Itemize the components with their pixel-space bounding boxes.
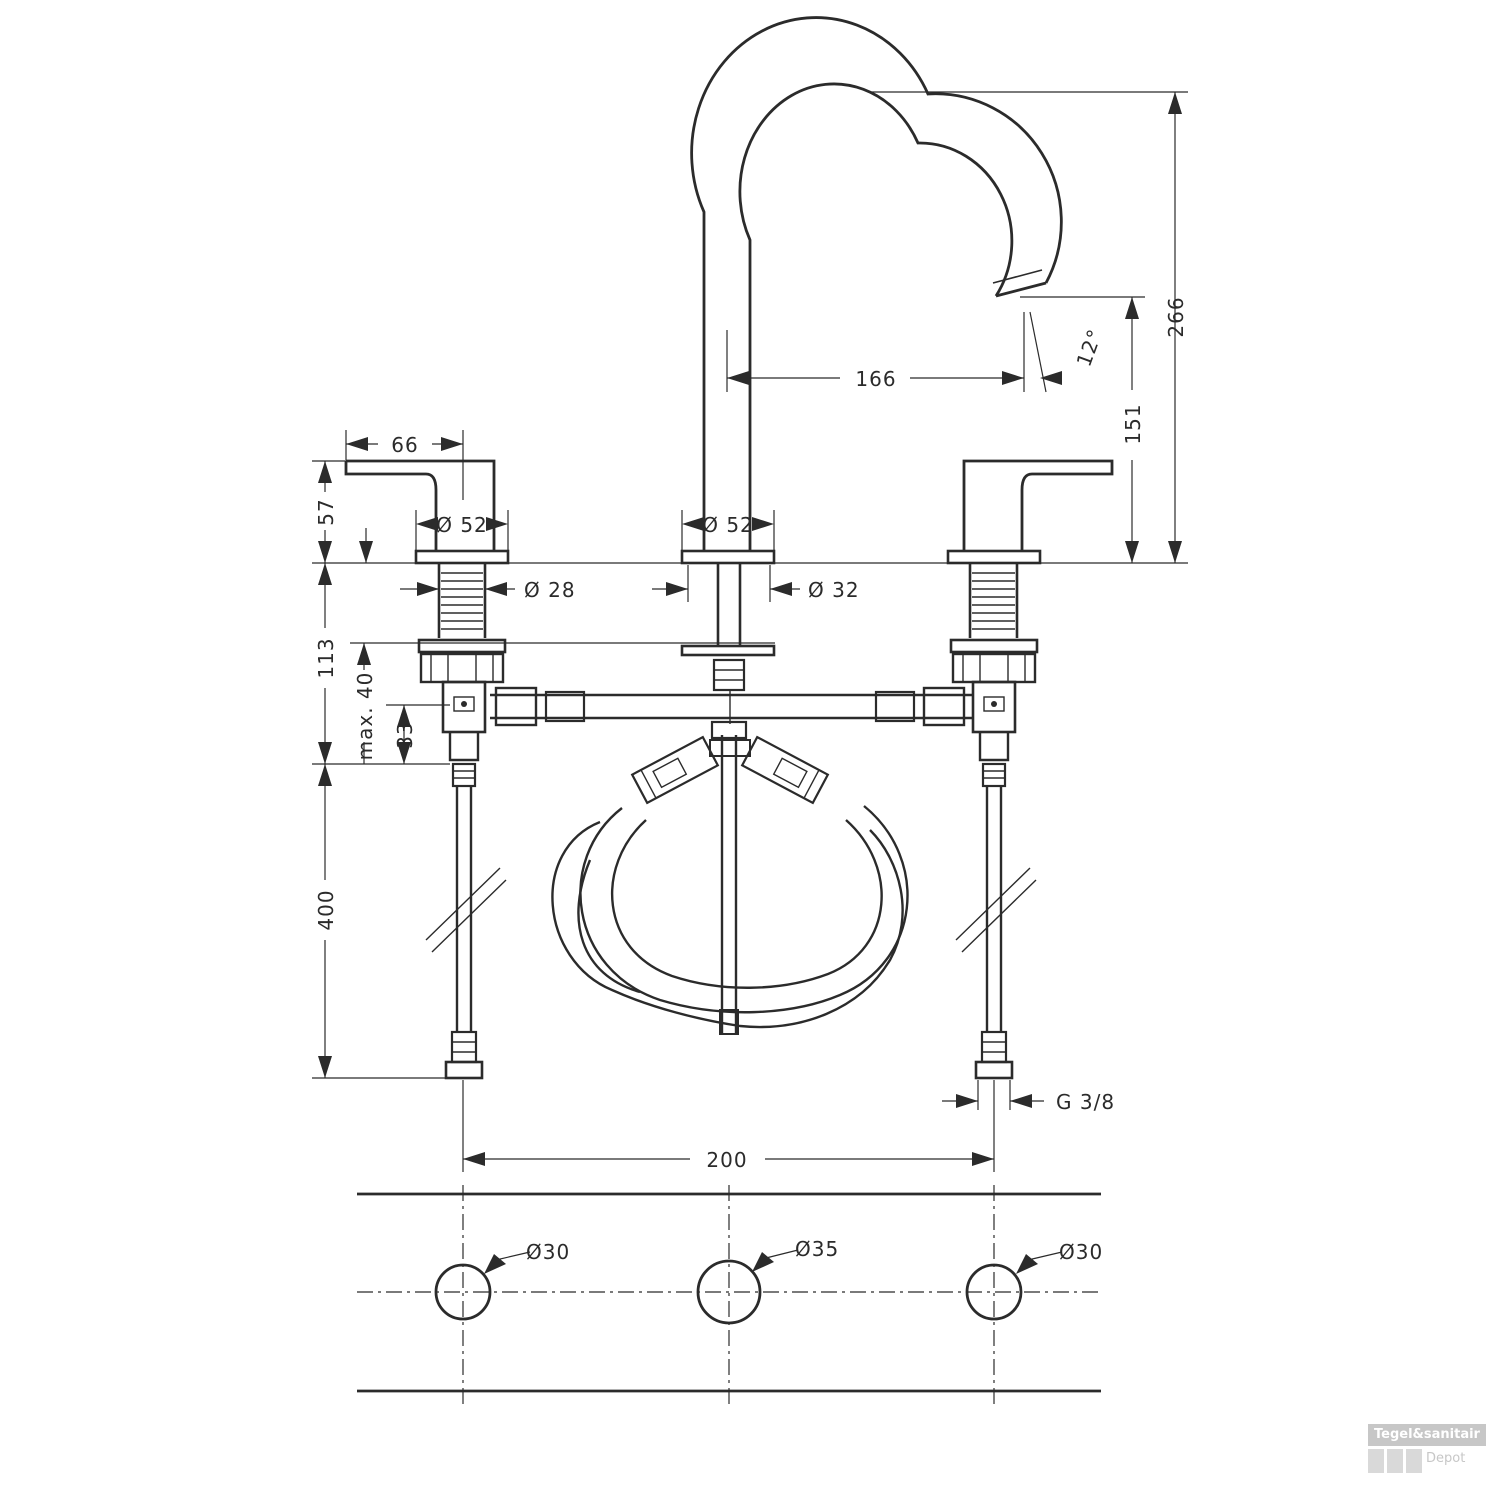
coiled-hose xyxy=(551,720,909,1035)
hole-right xyxy=(965,1263,1023,1321)
dim-hose-length: 400 xyxy=(314,889,338,930)
dim-handle-height: 57 xyxy=(314,498,338,525)
dim-hole-left: Ø30 xyxy=(526,1240,570,1264)
mounting-plan xyxy=(357,1185,1101,1408)
watermark-cells xyxy=(1368,1449,1486,1473)
dim-max-thickness: max. 40 xyxy=(353,672,377,761)
dim-min-thickness: 33 xyxy=(393,721,417,748)
dim-connection-thread: G 3/8 xyxy=(1056,1090,1115,1114)
hole-center xyxy=(696,1259,762,1325)
dim-outlet-height: 151 xyxy=(1121,403,1145,444)
right-valve xyxy=(946,459,1114,1080)
hole-left xyxy=(434,1263,492,1321)
dim-handle-length: 66 xyxy=(391,433,418,457)
dim-hole-center: Ø35 xyxy=(795,1237,839,1261)
dim-spout-shank-diameter: Ø 32 xyxy=(808,578,860,602)
dim-center-spacing: 200 xyxy=(706,1148,747,1172)
dim-spout-base-diameter: Ø 52 xyxy=(702,513,754,537)
dim-outlet-angle: 12° xyxy=(1072,325,1108,369)
dim-handle-base-diameter: Ø 52 xyxy=(436,513,488,537)
dim-spout-reach: 166 xyxy=(855,367,896,391)
watermark-title: Tegel&sanitair xyxy=(1368,1424,1486,1446)
watermark-logo: Tegel&sanitair Depot xyxy=(1368,1424,1486,1488)
connecting-pipe xyxy=(490,686,972,727)
dim-handle-shank-diameter: Ø 28 xyxy=(524,578,576,602)
dim-shank-length: 113 xyxy=(314,637,338,678)
dimension-lines xyxy=(312,91,1188,1172)
watermark-subtitle: Depot xyxy=(1426,1451,1466,1466)
dim-hole-right: Ø30 xyxy=(1059,1240,1103,1264)
left-valve xyxy=(344,459,510,1080)
dim-spout-height: 266 xyxy=(1164,296,1188,337)
